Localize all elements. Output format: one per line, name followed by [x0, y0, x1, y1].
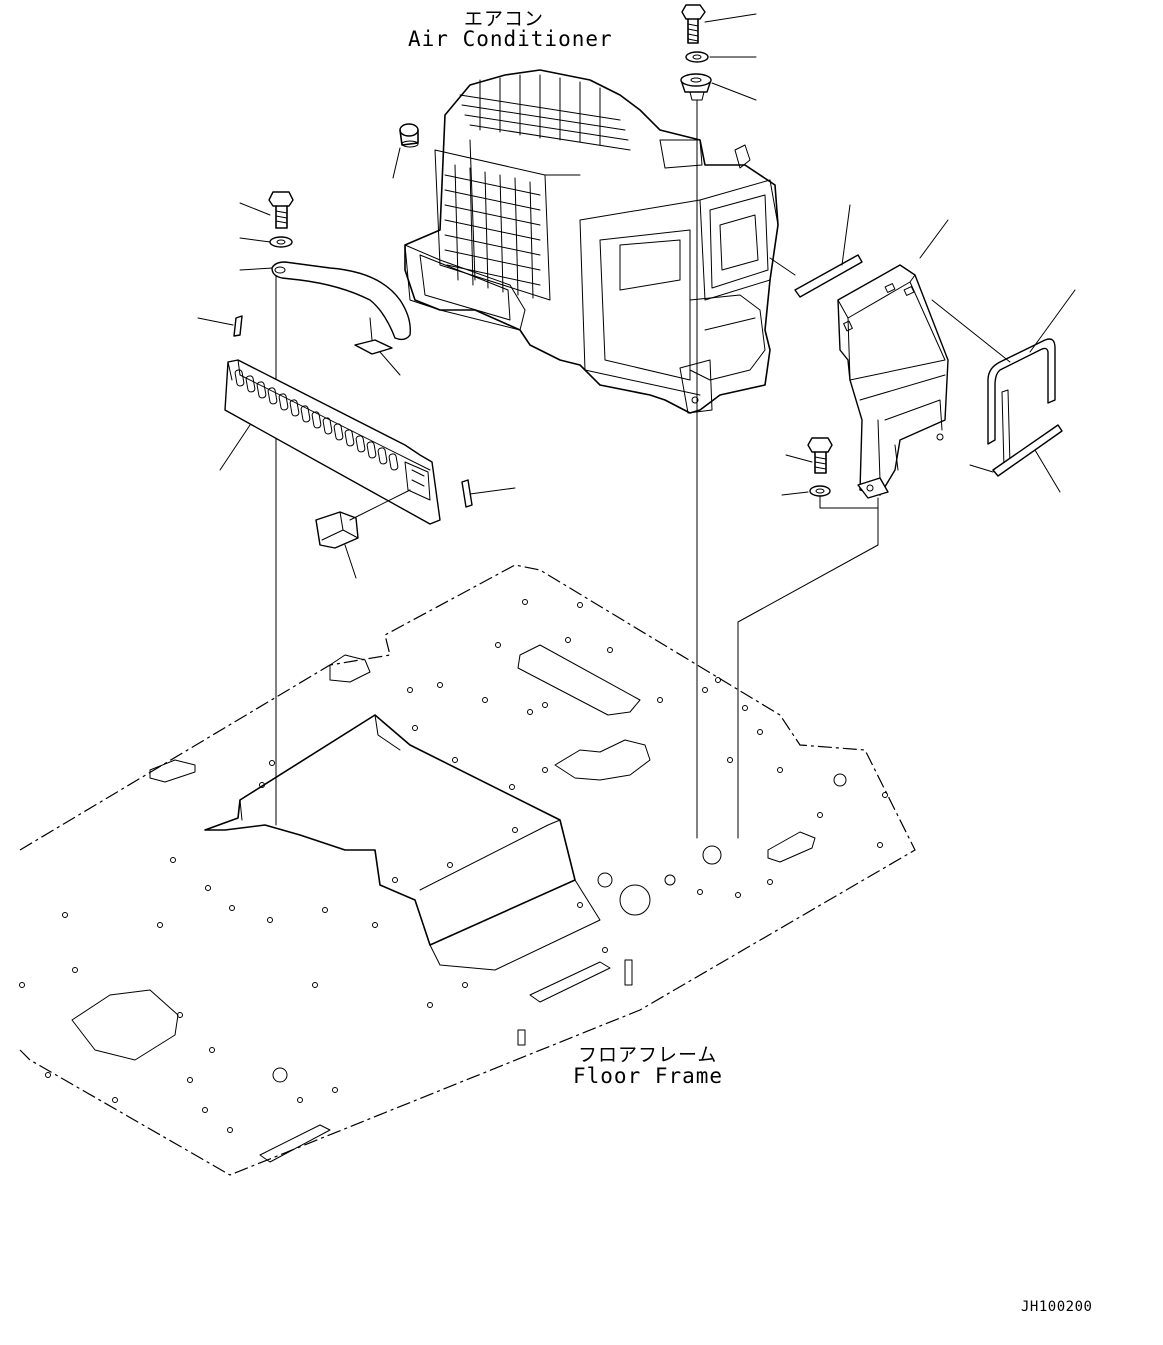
floor-hole [273, 1068, 287, 1082]
floor-frame [20, 565, 916, 1175]
arched-bracket [272, 262, 410, 375]
pin-clip-2 [462, 480, 515, 507]
ac-hose-connector [660, 140, 750, 168]
floor-hole [665, 875, 675, 885]
edge-bracket [530, 962, 610, 1002]
drawing-code: JH100200 [1021, 1299, 1093, 1315]
top-bolt-stack [681, 5, 756, 838]
floor-cutout [555, 740, 650, 780]
ac-bottom-duct [405, 245, 525, 330]
pin-clip [198, 316, 242, 336]
floor-hole [703, 846, 721, 864]
edge-bracket [768, 832, 815, 862]
ac-side-plate [580, 200, 700, 395]
ac-blower-motor [690, 295, 765, 380]
floor-slot [518, 645, 640, 715]
ac-mount-hole [692, 397, 698, 403]
left-bolt-stack [240, 192, 293, 825]
floor-bolt-holes [20, 600, 888, 1133]
floor-hole [598, 873, 612, 887]
ac-housing-outline [405, 70, 778, 413]
strip-seal-lower [970, 425, 1062, 492]
right-bolt-stack [738, 438, 878, 838]
floor-hole [834, 774, 846, 786]
switch-connector [316, 490, 410, 578]
floor-frame-label-jp: フロアフレーム [578, 1044, 718, 1066]
edge-bracket [260, 1125, 330, 1162]
floor-front-cutout [72, 990, 178, 1060]
edge-tab [518, 1030, 525, 1045]
louver-panel [220, 360, 440, 524]
ac-grille-vents [445, 165, 540, 298]
foam-pad [355, 340, 392, 354]
duct-cover-bracket [838, 220, 948, 498]
edge-bracket [150, 760, 195, 782]
floor-frame-outline [20, 565, 915, 1175]
ac-grille-frame [435, 140, 580, 300]
edge-tab [625, 960, 632, 985]
washer [686, 52, 708, 62]
air-conditioner-unit [405, 70, 778, 413]
u-seal [932, 290, 1075, 468]
floor-tunnel [205, 715, 575, 945]
floor-frame-label-en: Floor Frame [573, 1064, 724, 1088]
cap-plug [393, 124, 418, 178]
air-conditioner-label-jp: エアコン [464, 8, 545, 30]
ac-blower-box [700, 180, 778, 300]
air-conditioner-label-en: Air Conditioner [408, 27, 613, 51]
ac-top-coils [460, 75, 630, 150]
louver-slots [235, 369, 399, 470]
floor-hole-large [620, 885, 650, 915]
edge-bracket [330, 655, 370, 682]
floor-tunnel-inner [240, 715, 600, 970]
bolt-head [682, 5, 705, 19]
ac-mount-foot [680, 360, 712, 413]
strip-seal-upper [770, 205, 862, 297]
